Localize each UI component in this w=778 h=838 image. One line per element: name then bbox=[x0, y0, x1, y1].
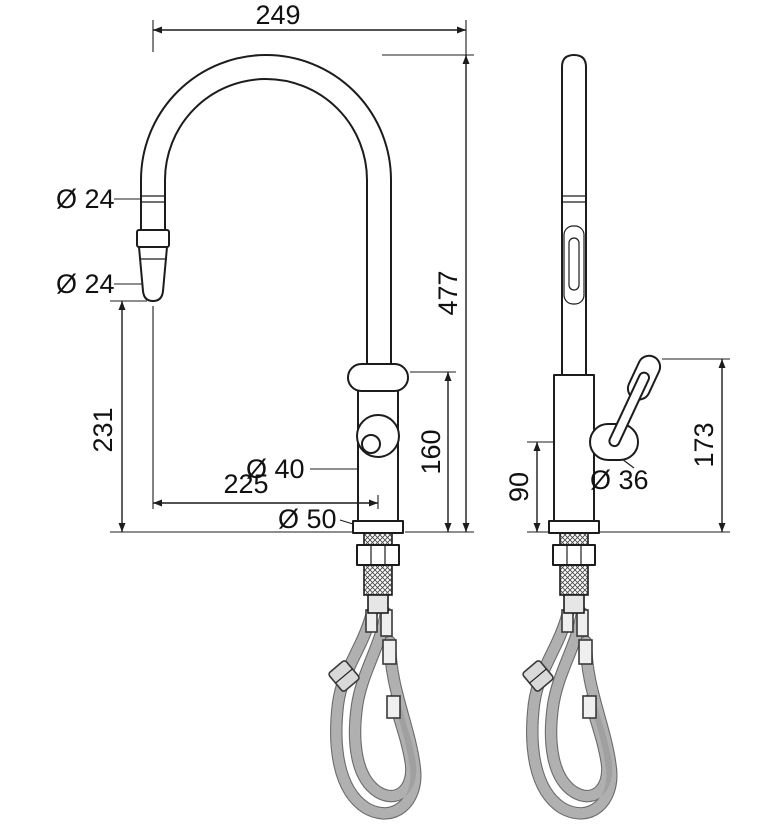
spout-inner-curve bbox=[164, 78, 368, 377]
dim-249-label: 249 bbox=[255, 0, 300, 30]
hose-end-fitting bbox=[382, 639, 397, 665]
handle-front bbox=[347, 363, 409, 392]
dimensions-front: 249 477 Ø 24 Ø 24 231 225 Ø 40 Ø 50 160 bbox=[56, 0, 474, 534]
front-undermount bbox=[356, 532, 400, 614]
side-view bbox=[522, 54, 662, 820]
shank-adapter bbox=[563, 594, 585, 614]
side-undermount bbox=[552, 532, 596, 614]
hose-fitting bbox=[380, 609, 393, 637]
hose-braid-texture bbox=[350, 608, 417, 802]
front-supply-hoses bbox=[328, 606, 422, 820]
hose-clip-line bbox=[335, 668, 353, 684]
hose-clip bbox=[522, 660, 554, 692]
dim-160-label: 160 bbox=[416, 429, 446, 474]
faucet-body bbox=[553, 374, 595, 522]
spout-outer-curve bbox=[140, 54, 392, 377]
aerator-slot bbox=[568, 237, 580, 291]
side-supply-hoses bbox=[522, 606, 618, 820]
valve-joint-inner-circle bbox=[361, 434, 381, 454]
shank-adapter bbox=[367, 594, 389, 614]
dimensions-side: 90 Ø 36 173 bbox=[504, 358, 730, 533]
hose-end-fitting bbox=[386, 695, 401, 719]
dim-dia40-label: Ø 40 bbox=[246, 454, 305, 484]
handle-arm bbox=[608, 371, 651, 448]
hose-clip bbox=[328, 660, 360, 692]
leader-line bbox=[621, 458, 635, 469]
handle-lever bbox=[608, 354, 662, 448]
hose-clip-line bbox=[529, 668, 547, 684]
spray-head-collar bbox=[136, 229, 170, 248]
side-faucet bbox=[548, 54, 662, 534]
hose-end-fitting bbox=[578, 639, 593, 665]
dim-90-label: 90 bbox=[504, 472, 534, 502]
hose-end-fitting bbox=[582, 695, 597, 719]
dim-477-label: 477 bbox=[433, 270, 463, 315]
dim-173-label: 173 bbox=[689, 422, 719, 467]
dim-225-label: 225 bbox=[223, 469, 268, 499]
spray-head-side-outline bbox=[563, 225, 585, 305]
hose-braid-texture bbox=[546, 608, 613, 802]
mounting-nut bbox=[552, 544, 596, 566]
dim-231-label: 231 bbox=[88, 407, 118, 452]
dim-dia24-spray-label: Ø 24 bbox=[56, 269, 115, 299]
dim-dia50-label: Ø 50 bbox=[278, 504, 337, 534]
dim-dia24-spout-label: Ø 24 bbox=[56, 184, 115, 214]
front-view bbox=[136, 54, 422, 820]
base-flange bbox=[548, 520, 600, 534]
dim-dia36-label: Ø 36 bbox=[590, 465, 649, 495]
leader-line bbox=[339, 519, 354, 525]
spout-column bbox=[561, 54, 587, 377]
mounting-nut bbox=[356, 544, 400, 566]
spray-head-nozzle bbox=[138, 246, 168, 302]
base-flange bbox=[352, 520, 404, 534]
hose-fitting bbox=[576, 609, 589, 637]
